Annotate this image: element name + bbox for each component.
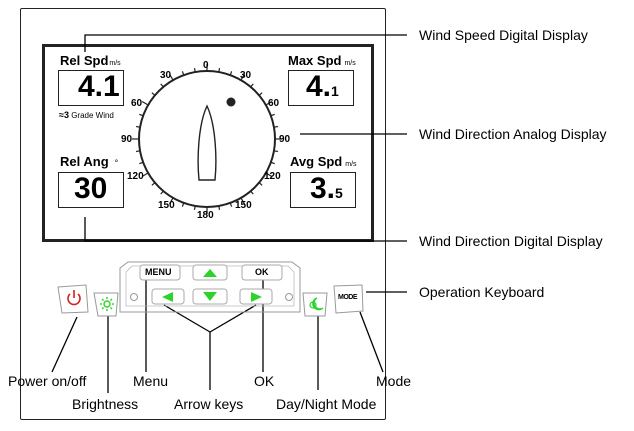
boat-icon (197, 104, 217, 181)
dial-tick (240, 197, 246, 205)
brightness-icon (100, 297, 114, 311)
dial-circle (138, 70, 276, 208)
dial-tick (168, 73, 174, 81)
max-spd-value: 4.1 (306, 70, 339, 103)
day-night-key[interactable] (302, 292, 328, 317)
arrow-right-icon (251, 292, 262, 302)
sensor-dot-right (285, 293, 293, 301)
menu-key[interactable] (139, 264, 181, 281)
dial-tick (265, 100, 273, 106)
grade-wind: ≈3 Grade Wind (59, 110, 114, 120)
dial-label-120-right: 120 (264, 171, 281, 182)
day-night-icon (309, 297, 324, 311)
callout-wind-direction-digital: Wind Direction Digital Display (419, 233, 603, 249)
avg-spd-box (290, 172, 356, 208)
dial-label-60-left: 60 (131, 98, 143, 109)
callout-operation-keyboard: Operation Keyboard (419, 284, 545, 300)
dial-label-90-right: 90 (279, 134, 291, 145)
rel-ang-box (58, 172, 124, 208)
avg-spd-value: 3.5 (310, 172, 343, 205)
callout-wind-direction-analog: Wind Direction Analog Display (419, 126, 607, 142)
rel-ang-label: Rel Ang° (60, 154, 119, 169)
dial-label-120-left: 120 (127, 171, 144, 182)
arrow-left-icon (162, 292, 173, 302)
ok-key-label: OK (255, 267, 269, 277)
dial-label-150-right: 150 (235, 200, 252, 211)
callout-day-night: Day/Night Mode (276, 396, 377, 412)
dial-label-90-left: 90 (121, 134, 133, 145)
dial-label-30-left: 30 (160, 70, 172, 81)
rel-spd-box (58, 70, 124, 106)
dial-tick (240, 73, 246, 81)
keypad-outline (119, 261, 301, 313)
keypad-inner-outline (125, 265, 295, 307)
ok-key[interactable] (241, 264, 283, 281)
dial-tick (141, 100, 149, 106)
callout-ok: OK (254, 373, 275, 389)
menu-key-label: MENU (145, 267, 172, 277)
callout-menu: Menu (133, 373, 169, 389)
power-key[interactable] (57, 284, 89, 314)
max-spd-box (288, 70, 354, 106)
dial-tick (168, 197, 174, 205)
mode-key[interactable] (333, 284, 364, 314)
arrow-keys (139, 264, 283, 305)
arrow-down-icon (203, 292, 217, 301)
sensor-dot-left (130, 293, 138, 301)
arrow-up-icon (203, 269, 217, 277)
dial-label-0: 0 (203, 60, 209, 71)
dial-label-180: 180 (197, 210, 214, 221)
dial-tick (141, 172, 149, 178)
mode-key-label: MODE (338, 294, 358, 301)
dial-label-150-left: 150 (158, 200, 175, 211)
dial-label-30-right: 30 (240, 70, 252, 81)
callout-arrow-keys: Arrow keys (174, 396, 244, 412)
callout-mode: Mode (376, 373, 412, 389)
power-icon (67, 290, 81, 306)
callout-brightness: Brightness (72, 396, 139, 412)
brightness-key[interactable] (93, 292, 119, 317)
rel-ang-value: 30 (74, 172, 108, 205)
rel-spd-label: Rel Spdm/s (60, 53, 121, 68)
rel-spd-value: 4.1 (78, 70, 120, 103)
wind-pointer-dot (226, 97, 236, 107)
callout-wind-speed-digital: Wind Speed Digital Display (419, 27, 588, 43)
callout-power: Power on/off (8, 373, 87, 389)
dial-tick (265, 172, 273, 178)
dial-label-60-right: 60 (268, 98, 280, 109)
